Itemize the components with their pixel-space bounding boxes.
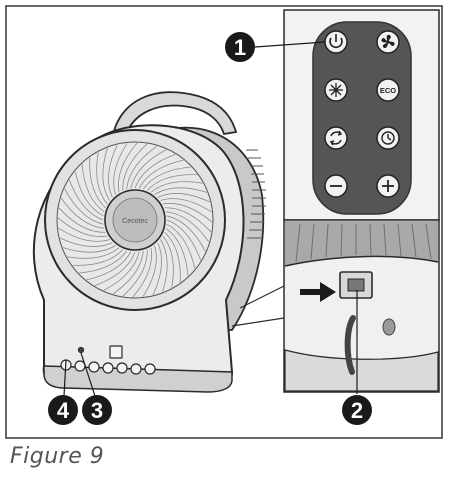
- grille-blade: [164, 207, 212, 233]
- grille-blade: [118, 142, 138, 193]
- svg-text:1: 1: [234, 35, 246, 60]
- grille-blade: [102, 147, 110, 201]
- grille-blade: [59, 237, 113, 247]
- power-cord: [344, 315, 356, 375]
- callout-1: 1: [225, 32, 326, 62]
- grille-blade: [146, 174, 198, 191]
- grille-blade: [166, 215, 206, 252]
- rear-grille: [246, 149, 266, 239]
- grille-blade: [162, 203, 213, 223]
- rear-power-switch-rocker: [347, 278, 365, 292]
- zoom-connector: [231, 285, 285, 327]
- panel-button-4[interactable]: [102, 362, 114, 374]
- oscillate-icon: [329, 130, 343, 146]
- grille-blade: [62, 245, 116, 253]
- callout-3: 3: [80, 352, 112, 425]
- grille-blade: [126, 145, 158, 190]
- rear-base-band: [284, 349, 439, 392]
- grille-blades: [57, 142, 213, 298]
- grille-blade: [142, 245, 157, 297]
- panel-button-5[interactable]: [116, 362, 128, 374]
- grille-blade: [130, 149, 167, 189]
- rear-round-element: [382, 318, 396, 336]
- grille-blade: [160, 239, 168, 293]
- plus-icon: [382, 180, 394, 192]
- grille-blade: [94, 251, 136, 287]
- grille-blade: [81, 164, 105, 213]
- grille-blade: [134, 153, 176, 189]
- rear-grille-band: [285, 221, 438, 266]
- grille-blade: [157, 193, 211, 203]
- grille-blade: [138, 159, 184, 189]
- callout-2: 2: [342, 290, 372, 425]
- eco-icon: ECO: [380, 86, 396, 95]
- panel-indicator-icon: [77, 346, 85, 354]
- grille-blade: [122, 143, 148, 191]
- grille-blade: [150, 181, 203, 193]
- svg-text:2: 2: [351, 398, 363, 423]
- grille-blade: [86, 251, 132, 281]
- fan-heater: Cecotec: [32, 91, 266, 393]
- carry-handle: [110, 91, 238, 144]
- grille-blade: [162, 235, 174, 288]
- grille-blade: [74, 171, 104, 217]
- grille-blade: [166, 219, 202, 261]
- panel-button-6[interactable]: [130, 363, 142, 375]
- arrow-icon: [300, 282, 336, 302]
- grille-blade: [108, 144, 118, 198]
- figure-caption: Figure 9: [10, 444, 105, 469]
- grille-blade: [96, 152, 108, 205]
- timer-icon: [381, 131, 395, 145]
- front-control-panel: [60, 345, 156, 375]
- grille-blade: [103, 251, 140, 291]
- grille-blade: [165, 227, 189, 276]
- brand-logo: Cecotec: [122, 218, 148, 225]
- grille-blade: [152, 242, 162, 296]
- grille-blade: [67, 247, 120, 259]
- remote-control: [312, 21, 412, 215]
- remote-inset: ECO: [283, 9, 440, 221]
- callout-4: 4: [48, 359, 78, 425]
- grille-blade: [58, 207, 106, 233]
- grille-blade: [154, 187, 208, 195]
- grille-blade: [68, 179, 104, 221]
- panel-button-7[interactable]: [144, 363, 156, 375]
- power-icon: [329, 34, 343, 49]
- grille-blade: [165, 211, 210, 243]
- grille-blade: [132, 247, 152, 298]
- panel-button-3[interactable]: [88, 361, 100, 373]
- grille-blade: [79, 250, 128, 274]
- remote-eco-button[interactable]: [376, 78, 400, 102]
- grille-blade: [122, 249, 148, 297]
- grille-blade: [142, 166, 191, 190]
- remote-oscillate-button[interactable]: [324, 126, 348, 150]
- grille-blade: [160, 198, 212, 213]
- panel-display: [109, 345, 123, 359]
- fan-hub-center: [112, 197, 158, 243]
- fan-icon: [381, 34, 395, 49]
- grille-blade: [64, 188, 104, 225]
- grille-blade: [89, 157, 106, 209]
- grille-blade: [57, 217, 108, 237]
- svg-text:4: 4: [57, 398, 70, 423]
- svg-text:3: 3: [91, 398, 103, 423]
- rear-body-edge: [284, 255, 439, 267]
- grille-blade: [58, 227, 110, 242]
- grille-blade: [164, 231, 181, 283]
- grille-blade: [72, 249, 124, 266]
- grille-blade: [60, 197, 105, 229]
- heat-icon: [329, 83, 343, 97]
- grille-blade: [113, 143, 128, 195]
- rear-switch-inset: [283, 219, 440, 393]
- grille-blade: [166, 223, 196, 269]
- grille-blade: [112, 250, 144, 295]
